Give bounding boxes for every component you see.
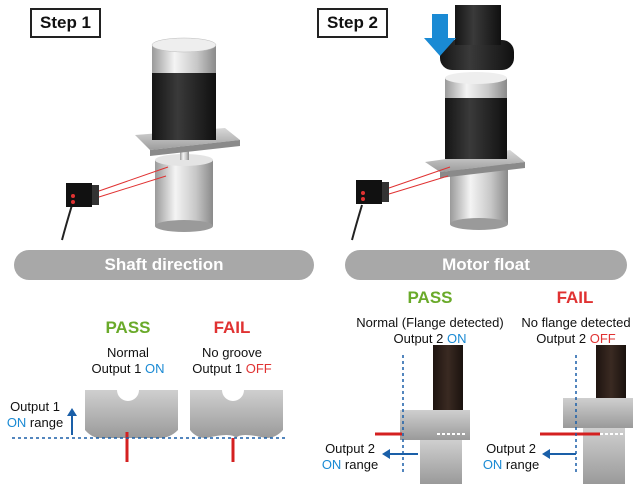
motor-pass-line2: Output 2 ON [393,331,467,346]
step1-motor-illustration [135,37,240,232]
shaft-fail-line2: Output 1 OFF [192,361,272,376]
shaft-pass-line2: Output 1 ON [91,361,165,376]
output2-range-pass-label-2: ON range [321,457,379,472]
motor-fail-line2: Output 2 OFF [536,331,616,346]
shaft-pass-title: PASS [105,318,151,337]
step2-sensor [351,166,451,241]
motor-fail-shape [540,345,633,484]
motor-fail-title: FAIL [556,288,594,307]
output1-range-label-1: Output 1 [10,399,60,414]
output2-range-fail-label-1: Output 2 [486,441,536,456]
step2-motor-illustration [424,5,525,230]
shaft-fail-line1: No groove [202,345,262,360]
motor-pass-shape [375,345,470,484]
output2-range-fail-label-2: ON range [482,457,540,472]
shaft-fail-shape [190,390,283,462]
step2-label: Step 2 [317,8,389,38]
banner-motor-float: Motor float [345,250,627,280]
shaft-pass-line1: Normal [107,345,149,360]
step1-sensor [61,166,169,241]
output2-range-pass-label-1: Output 2 [325,441,375,456]
banner-shaft-direction: Shaft direction [14,250,314,280]
step1-label: Step 1 [30,8,102,38]
motor-pass-line1: Normal (Flange detected) [356,315,504,330]
shaft-pass-shape [85,390,178,462]
motor-pass-title: PASS [407,288,453,307]
output1-range-label-2: ON range [6,415,64,430]
shaft-fail-title: FAIL [213,318,251,337]
motor-fail-line1: No flange detected [521,315,631,330]
